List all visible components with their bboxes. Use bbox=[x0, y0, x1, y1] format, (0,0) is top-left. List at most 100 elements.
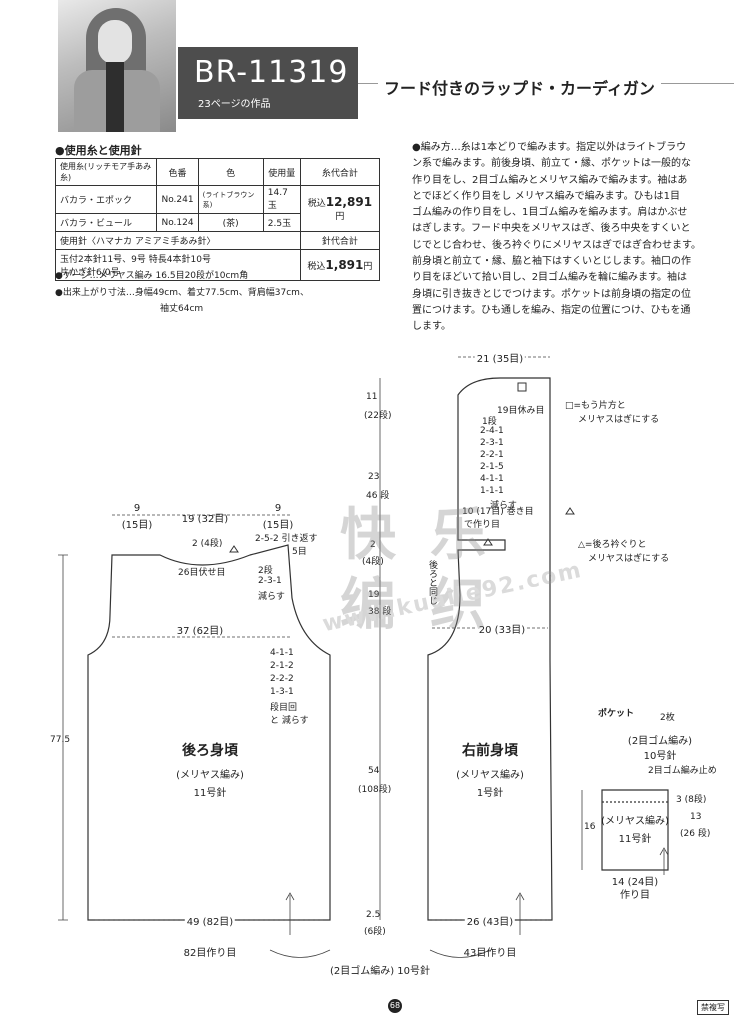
pattern-code: BR-11319 bbox=[194, 55, 349, 90]
hood-width: 21 (35目) bbox=[474, 350, 526, 365]
legend-triangle: △=後ろ衿ぐりと bbox=[578, 540, 647, 550]
back-neck-depth: 2 (4段) bbox=[192, 539, 223, 549]
materials-table: 使用糸(リッチモア手あみ糸) 色番 色 使用量 糸代合計 バカラ・エポック No… bbox=[54, 158, 381, 281]
pocket-bind-off: 2目ゴム編み止め bbox=[648, 766, 717, 776]
legend-triangle-2: メリヤスはぎにする bbox=[588, 554, 670, 564]
pocket-width: 14 (24目) bbox=[611, 877, 659, 888]
pocket-needle: 11号針 bbox=[618, 834, 652, 845]
instruction-line: ●編み方…糸は1本どりで編みます。指定以外はライトブラウ bbox=[412, 142, 687, 153]
triangle-marker-front bbox=[483, 538, 493, 546]
instruction-line: ゴム編みの作り目をし、1目ゴム編みを編みます。肩はかぶせ bbox=[412, 207, 688, 219]
page-title: フード付きのラップド・カーディガン bbox=[378, 75, 661, 99]
back-cast-on: 82目作り目 bbox=[183, 948, 237, 959]
materials-heading: ●使用糸と使用針 bbox=[55, 144, 142, 157]
back-stitch: (メリヤス編み) bbox=[176, 770, 244, 781]
yarn-total-prefix: 税込 bbox=[307, 199, 326, 209]
back-shoulder-shaping: 2-5-2 引き返す bbox=[255, 534, 318, 544]
back-piece-name: 後ろ身頃 bbox=[182, 743, 238, 759]
page-reference: 23ページの作品 bbox=[198, 99, 271, 110]
yarn-name: バカラ・エポック bbox=[54, 185, 158, 214]
square-marker bbox=[517, 382, 527, 392]
pocket-rib-height: 3 (8段) bbox=[676, 795, 707, 805]
col-amount: 使用量 bbox=[262, 158, 301, 186]
triangle-marker-legend bbox=[565, 507, 575, 515]
needle-total-unit: 円 bbox=[363, 262, 373, 272]
needles-cell: 玉付2本針11号、9号 特長4本針10号 片かぎ針6/0号 bbox=[55, 249, 301, 281]
hood-dec: 2-4-1 bbox=[480, 426, 504, 436]
instruction-line: ン系で編みます。前後身頃、前立て・縁、ポケットは一般的な bbox=[412, 158, 691, 170]
col-color: 色 bbox=[197, 158, 264, 186]
back-top-right-width: 9 bbox=[274, 503, 282, 514]
yarn-total-unit: 円 bbox=[335, 212, 345, 222]
instruction-line: 作り目をし、2目ゴム編みとメリヤス編みで編みます。袖はあ bbox=[412, 174, 688, 186]
back-arm-dec: 1-3-1 bbox=[270, 687, 294, 697]
instruction-line: します。 bbox=[412, 321, 451, 333]
hood-mid-height: 23 bbox=[368, 472, 380, 482]
needles-line: 片かぎ針6/0号 bbox=[60, 268, 120, 278]
hood-dec: 2-3-1 bbox=[480, 438, 504, 448]
pocket-count: 2枚 bbox=[660, 713, 675, 723]
needles-line: 玉付2本針11号、9号 特長4本針10号 bbox=[60, 255, 211, 265]
back-arm-dec: 2-1-2 bbox=[270, 661, 294, 671]
instruction-line: とでほどく作り目をし メリヤス編みで編みます。ひもは1目 bbox=[412, 190, 680, 202]
collar-cast-on: 10 (17目) 巻き目 bbox=[462, 507, 534, 517]
instruction-line: り目をほどいて拾い目し、2目ゴム編みを輪に編みます。袖は bbox=[412, 272, 688, 284]
yarn-amount: 2.5玉 bbox=[262, 213, 301, 232]
back-neck-dec: 2-3-1 bbox=[258, 576, 282, 586]
hood-dec: 2-1-5 bbox=[480, 462, 504, 472]
rib-rows: (6段) bbox=[364, 927, 386, 937]
hood-dec: 1段 bbox=[482, 417, 497, 427]
instruction-line: 前身頃と前立て・縁、脇と袖下はすくいとじします。袖口の作 bbox=[412, 256, 691, 268]
neck-height: 2 bbox=[370, 540, 376, 550]
front-piece-outline bbox=[427, 377, 553, 921]
back-arm-dec: と 減らす bbox=[270, 716, 309, 726]
back-shoulder-width: 37 (62目) bbox=[176, 626, 224, 637]
pocket-total-height: 16 bbox=[584, 822, 596, 832]
front-bottom-width: 26 (43目) bbox=[464, 913, 516, 928]
hood-top-height: 11 bbox=[366, 392, 378, 402]
back-arm-dec: 段目回 bbox=[270, 703, 298, 713]
arm-height: 19 bbox=[368, 590, 380, 600]
back-top-right-sts: (15目) bbox=[262, 520, 294, 531]
pocket-body-rows: (26 段) bbox=[680, 829, 711, 839]
back-needle: 11号針 bbox=[193, 788, 227, 799]
front-stitch: (メリヤス編み) bbox=[456, 770, 524, 781]
legend-square-2: メリヤスはぎにする bbox=[578, 415, 660, 425]
rib-bracket bbox=[269, 949, 491, 958]
same-as-back: 後ろと同じ bbox=[427, 560, 437, 605]
neck-rows: (4段) bbox=[362, 557, 384, 567]
needle-total: 1,891 bbox=[325, 258, 364, 272]
front-cast-on: 43目作り目 bbox=[463, 948, 517, 959]
body-height: 54 bbox=[368, 766, 380, 776]
back-piece-outline bbox=[87, 544, 331, 921]
title-bar: BR-11319 23ページの作品 フード付きのラップド・カーディガン bbox=[178, 47, 734, 119]
back-arm-dec: 2-2-2 bbox=[270, 674, 294, 684]
instruction-line: はぎします。フード中央をメリヤスはぎ、後ろ中央をすくいと bbox=[412, 223, 691, 235]
pocket-title: ポケット bbox=[598, 709, 635, 719]
rib-height: 2.5 bbox=[366, 910, 381, 920]
pocket-outline bbox=[601, 789, 669, 871]
back-neck-bindoff: 26目伏せ目 bbox=[178, 568, 226, 578]
yarn-total-cell: 税込12,891 円 bbox=[299, 185, 381, 232]
instructions: ●編み方…糸は1本どりで編みます。指定以外はライトブラウ ン系で編みます。前後身… bbox=[412, 140, 738, 336]
back-top-mid-width: 19 (32目) bbox=[181, 514, 229, 525]
size-text: ●出来上がり寸法…身幅49cm、着丈77.5cm、背肩幅37cm、 bbox=[55, 288, 309, 298]
pocket-body-height: 13 bbox=[690, 812, 702, 822]
front-piece-name: 右前身頃 bbox=[462, 743, 518, 759]
hood-dec: 減らす bbox=[490, 501, 517, 511]
page-number: 68 bbox=[388, 999, 402, 1013]
instruction-line: じでとじ合わせ、後ろ衿ぐりにメリヤスはぎではぎ合わせます。 bbox=[412, 239, 701, 251]
back-bottom-width: 49 (82目) bbox=[184, 913, 236, 928]
front-width: 20 (33目) bbox=[476, 621, 528, 636]
height-dim-back bbox=[58, 554, 68, 921]
triangle-marker-back bbox=[229, 545, 239, 553]
yarn-total: 12,891 bbox=[325, 195, 373, 209]
collar-cast-on-2: で作り目 bbox=[464, 520, 501, 530]
yarn-color-no: No.241 bbox=[156, 185, 199, 214]
back-neck-dec: 減らす bbox=[258, 592, 285, 602]
legend-square: □=もう片方と bbox=[565, 401, 626, 411]
back-top-left-width: 9 bbox=[133, 503, 141, 514]
hood-dec: 1-1-1 bbox=[480, 486, 504, 496]
knit-direction-arrow-front bbox=[515, 892, 525, 935]
